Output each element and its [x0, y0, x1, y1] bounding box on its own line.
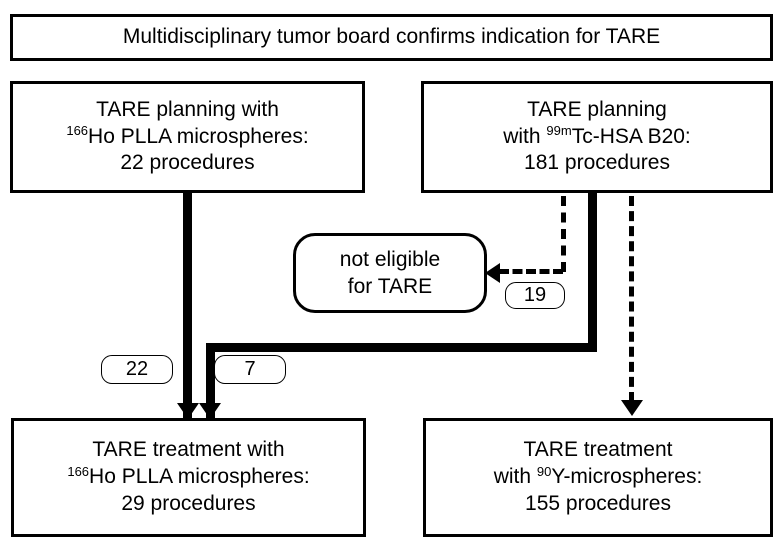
- treatment-y90-line1: TARE treatment: [523, 438, 673, 462]
- planning-ho-line1: TARE planning with: [96, 97, 279, 121]
- treatment-y90-line2-pre: with: [493, 465, 537, 489]
- planning-tc-line2: with 99mTc-HSA B20:: [503, 124, 691, 151]
- arrowhead-ho-planning-to-ho-treatment: [177, 403, 199, 419]
- box-planning-ho: TARE planning with 166Ho PLLA microspher…: [10, 81, 365, 193]
- planning-tc-line2-rest: Tc-HSA B20:: [571, 124, 691, 148]
- connector-tc-planning-to-ho-treatment-drop: [206, 343, 215, 421]
- treatment-ho-line2-rest: Ho PLLA microspheres:: [89, 465, 310, 489]
- edge-label-7-text: 7: [244, 358, 256, 380]
- not-eligible-line2: for TARE: [347, 275, 433, 298]
- connector-tc-planning-to-y90-treatment: [629, 196, 634, 402]
- tumor-board-text: Multidisciplinary tumor board confirms i…: [122, 25, 661, 49]
- planning-tc-line1: TARE planning: [527, 97, 667, 121]
- treatment-y90-line2: with 90Y-microspheres:: [494, 464, 703, 491]
- connector-tc-planning-to-not-eligible-vertical: [561, 196, 566, 272]
- treatment-ho-line3: 29 procedures: [121, 491, 256, 515]
- planning-ho-isotope: 166: [66, 123, 89, 139]
- treatment-y90-line3: 155 procedures: [525, 491, 671, 515]
- treatment-y90-isotope: 90: [536, 463, 552, 479]
- treatment-ho-line1: TARE treatment with: [92, 438, 285, 462]
- planning-ho-line2: 166Ho PLLA microspheres:: [66, 124, 308, 151]
- treatment-ho-line2: 166Ho PLLA microspheres:: [67, 464, 309, 491]
- connector-tc-planning-to-ho-treatment-vertical: [588, 193, 597, 352]
- treatment-ho-isotope: 166: [67, 463, 90, 479]
- edge-label-19-text: 19: [523, 284, 547, 306]
- edge-label-19: 19: [505, 282, 565, 309]
- treatment-y90-line2-rest: Y-microspheres:: [551, 465, 703, 489]
- edge-label-22-text: 22: [125, 358, 149, 380]
- arrowhead-tc-planning-to-not-eligible: [485, 263, 500, 283]
- planning-ho-line2-rest: Ho PLLA microspheres:: [88, 124, 309, 148]
- box-not-eligible: not eligible for TARE: [293, 233, 487, 313]
- arrowhead-tc-planning-to-ho-treatment: [199, 403, 221, 419]
- connector-tc-planning-to-ho-treatment-horizontal: [206, 343, 597, 352]
- box-treatment-ho: TARE treatment with 166Ho PLLA microsphe…: [11, 418, 366, 537]
- box-tumor-board: Multidisciplinary tumor board confirms i…: [10, 14, 773, 61]
- planning-ho-line3: 22 procedures: [120, 151, 255, 175]
- box-treatment-y90: TARE treatment with 90Y-microspheres: 15…: [423, 418, 773, 537]
- planning-tc-line2-pre: with: [503, 124, 547, 148]
- planning-tc-isotope: 99m: [546, 123, 572, 139]
- not-eligible-line1: not eligible: [339, 247, 441, 271]
- arrowhead-tc-planning-to-y90-treatment: [621, 400, 643, 416]
- edge-label-22: 22: [101, 355, 173, 384]
- box-planning-tc: TARE planning with 99mTc-HSA B20: 181 pr…: [421, 81, 773, 193]
- planning-tc-line3: 181 procedures: [524, 151, 670, 175]
- connector-tc-planning-to-not-eligible-horizontal: [499, 269, 563, 274]
- connector-ho-planning-to-ho-treatment: [183, 193, 192, 421]
- edge-label-7: 7: [214, 355, 286, 384]
